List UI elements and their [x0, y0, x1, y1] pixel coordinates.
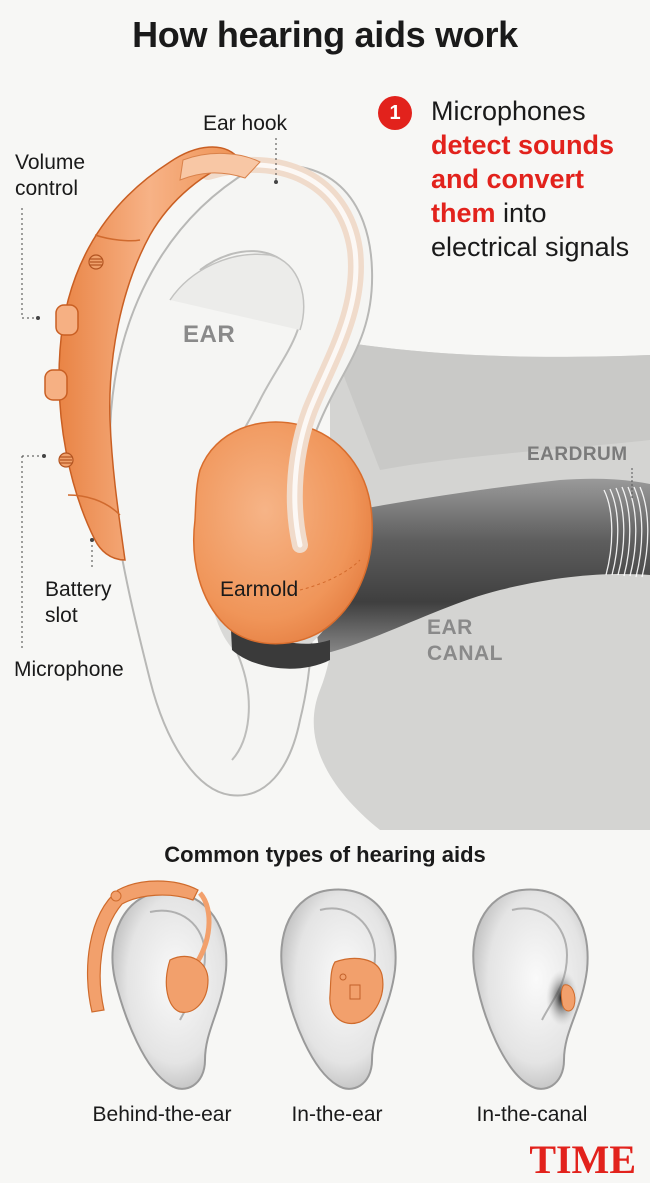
microphone-label: Microphone: [14, 658, 124, 681]
microphone-grille: [58, 452, 74, 468]
types-section-title: Common types of hearing aids: [164, 842, 486, 867]
battery-slot-label: Battery slot: [45, 578, 112, 627]
page-title: How hearing aids work: [132, 14, 518, 55]
step-text-after: into electrical signals: [431, 198, 630, 262]
volume-button-up: [55, 304, 79, 336]
device-body: [58, 146, 242, 561]
ear-canal-label: EAR CANAL: [427, 616, 503, 665]
step-text-highlight: detect sounds and convert them: [431, 130, 615, 228]
hearing-aid-types: [87, 880, 589, 1090]
ear-diagram: [21, 138, 650, 830]
bte-device: [87, 880, 199, 1013]
head-shadow: [330, 340, 650, 470]
ite-device: [329, 957, 384, 1024]
microphone-grille-top: [88, 254, 104, 270]
type-label-in-the-canal: In-the-canal: [476, 1103, 588, 1126]
ear-label: EAR: [183, 321, 236, 348]
in-the-canal-illustration: [472, 888, 589, 1090]
volume-button-down: [44, 369, 68, 401]
ear-canal: [300, 478, 650, 655]
eardrum-label: EARDRUM: [527, 444, 628, 465]
volume-control-label: Volume control: [15, 151, 86, 200]
bte-earmold: [165, 955, 209, 1013]
type-label-in-the-ear: In-the-ear: [291, 1103, 383, 1126]
in-the-ear-illustration: [280, 888, 397, 1090]
itc-device: [560, 984, 576, 1012]
type-label-behind-the-ear: Behind-the-ear: [92, 1103, 232, 1126]
behind-the-ear-illustration: [87, 880, 228, 1090]
time-logo: TIME: [529, 1137, 636, 1182]
ear-hook-label: Ear hook: [203, 112, 288, 135]
step-number-badge: 1: [378, 96, 412, 130]
earmold-label: Earmold: [220, 578, 299, 601]
eardrum: [603, 486, 649, 578]
step-text-before: Microphones: [431, 96, 586, 126]
step-description: Microphones detect sounds and convert th…: [431, 94, 650, 264]
